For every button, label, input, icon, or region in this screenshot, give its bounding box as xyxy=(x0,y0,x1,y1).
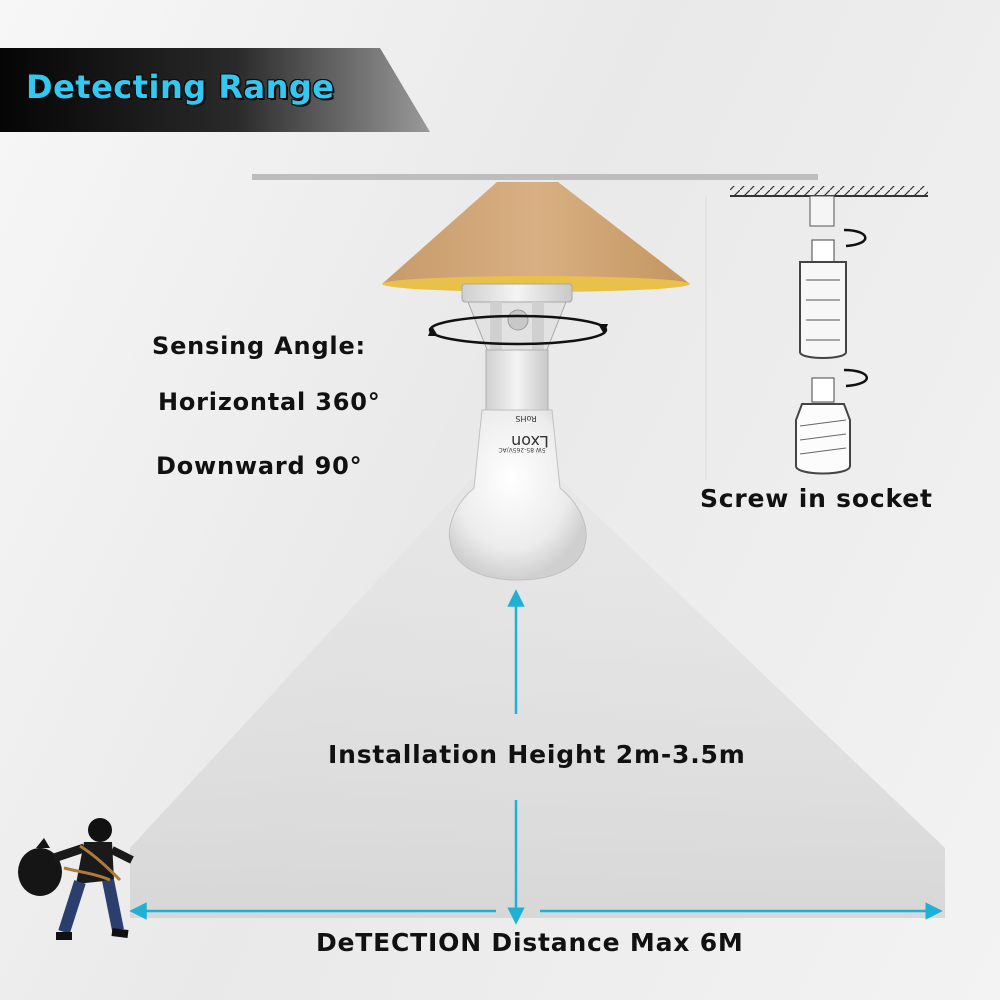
burglar-figure xyxy=(18,818,134,940)
detection-distance-label: DeTECTION Distance Max 6M xyxy=(316,928,744,957)
detection-cone xyxy=(130,480,945,918)
lampshade xyxy=(382,182,690,292)
rotation-arrow-icon xyxy=(428,314,608,346)
installation-height-label: Installation Height 2m-3.5m xyxy=(328,740,746,769)
header-banner xyxy=(0,48,430,132)
install-diagram xyxy=(705,186,928,480)
screw-in-socket-caption: Screw in socket xyxy=(700,484,933,513)
ceiling-line xyxy=(252,174,818,180)
sensing-angle-title: Sensing Angle: xyxy=(152,332,366,360)
page-title: Detecting Range xyxy=(26,68,335,106)
sensor-bulb xyxy=(449,283,587,581)
sensing-downward-label: Downward 90° xyxy=(156,452,363,480)
bulb-brand-text: Lxon xyxy=(511,432,549,451)
bulb-spec-text: 5W 85-265V/AC xyxy=(498,446,545,453)
sensing-horizontal-label: Horizontal 360° xyxy=(158,388,381,416)
bulb-cert-text: RoHS xyxy=(515,414,536,423)
